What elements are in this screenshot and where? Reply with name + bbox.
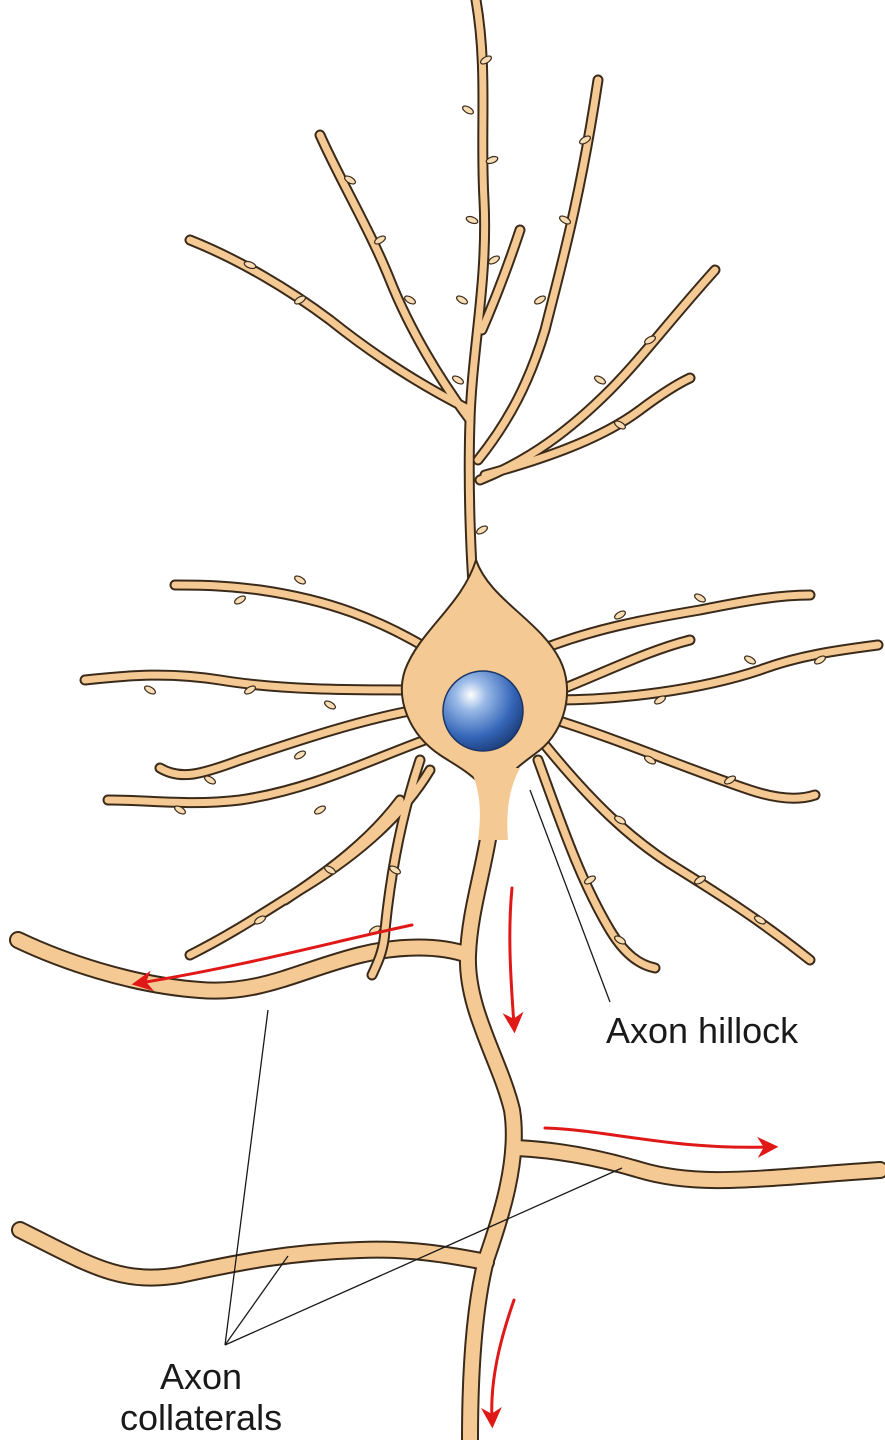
axon-hillock xyxy=(470,768,520,840)
leader-collateral-1 xyxy=(225,1010,268,1345)
leader-lines xyxy=(225,790,622,1345)
nucleus xyxy=(443,671,523,751)
axon-collaterals-label: Axon collaterals xyxy=(120,1356,282,1439)
arrow-down-upper xyxy=(510,888,514,1025)
axon-hillock-label: Axon hillock xyxy=(606,1010,798,1051)
axon-group xyxy=(18,790,880,1440)
arrow-right xyxy=(545,1128,770,1147)
axon-collaterals-label-line2: collaterals xyxy=(120,1397,282,1438)
axon-collaterals-label-line1: Axon xyxy=(120,1356,282,1397)
leader-axon-hillock xyxy=(530,790,610,1002)
arrow-down-lower xyxy=(492,1300,514,1420)
